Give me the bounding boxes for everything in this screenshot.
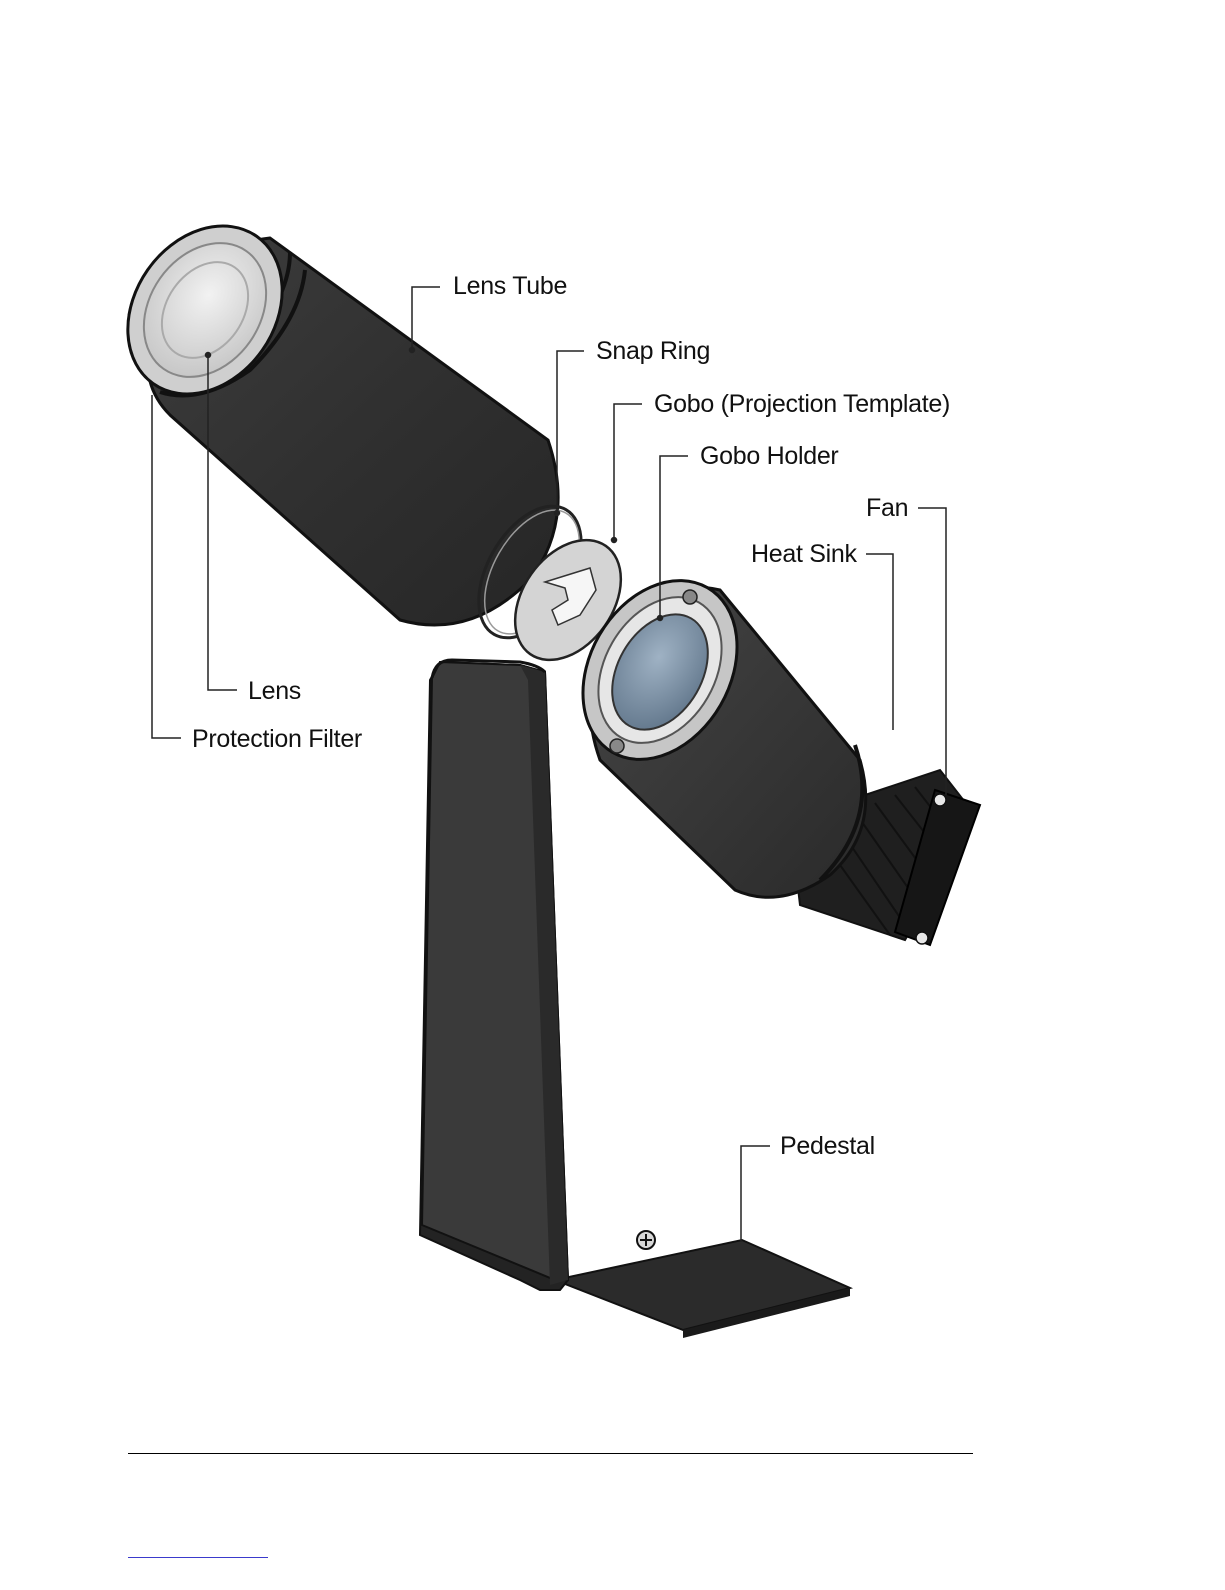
label-lens: Lens	[248, 679, 301, 704]
label-gobo: Gobo (Projection Template)	[654, 392, 950, 417]
projector-body-part	[552, 553, 980, 945]
label-heat-sink: Heat Sink	[751, 542, 857, 567]
label-pedestal: Pedestal	[780, 1134, 875, 1159]
label-protection-filter: Protection Filter	[192, 727, 362, 752]
footer-divider	[128, 1453, 973, 1454]
label-gobo-holder: Gobo Holder	[700, 444, 838, 469]
label-snap-ring: Snap Ring	[596, 339, 710, 364]
label-lens-tube: Lens Tube	[453, 274, 567, 299]
pedestal-foot	[555, 1240, 850, 1330]
footnote-rule	[128, 1557, 268, 1558]
label-fan: Fan	[866, 496, 908, 521]
